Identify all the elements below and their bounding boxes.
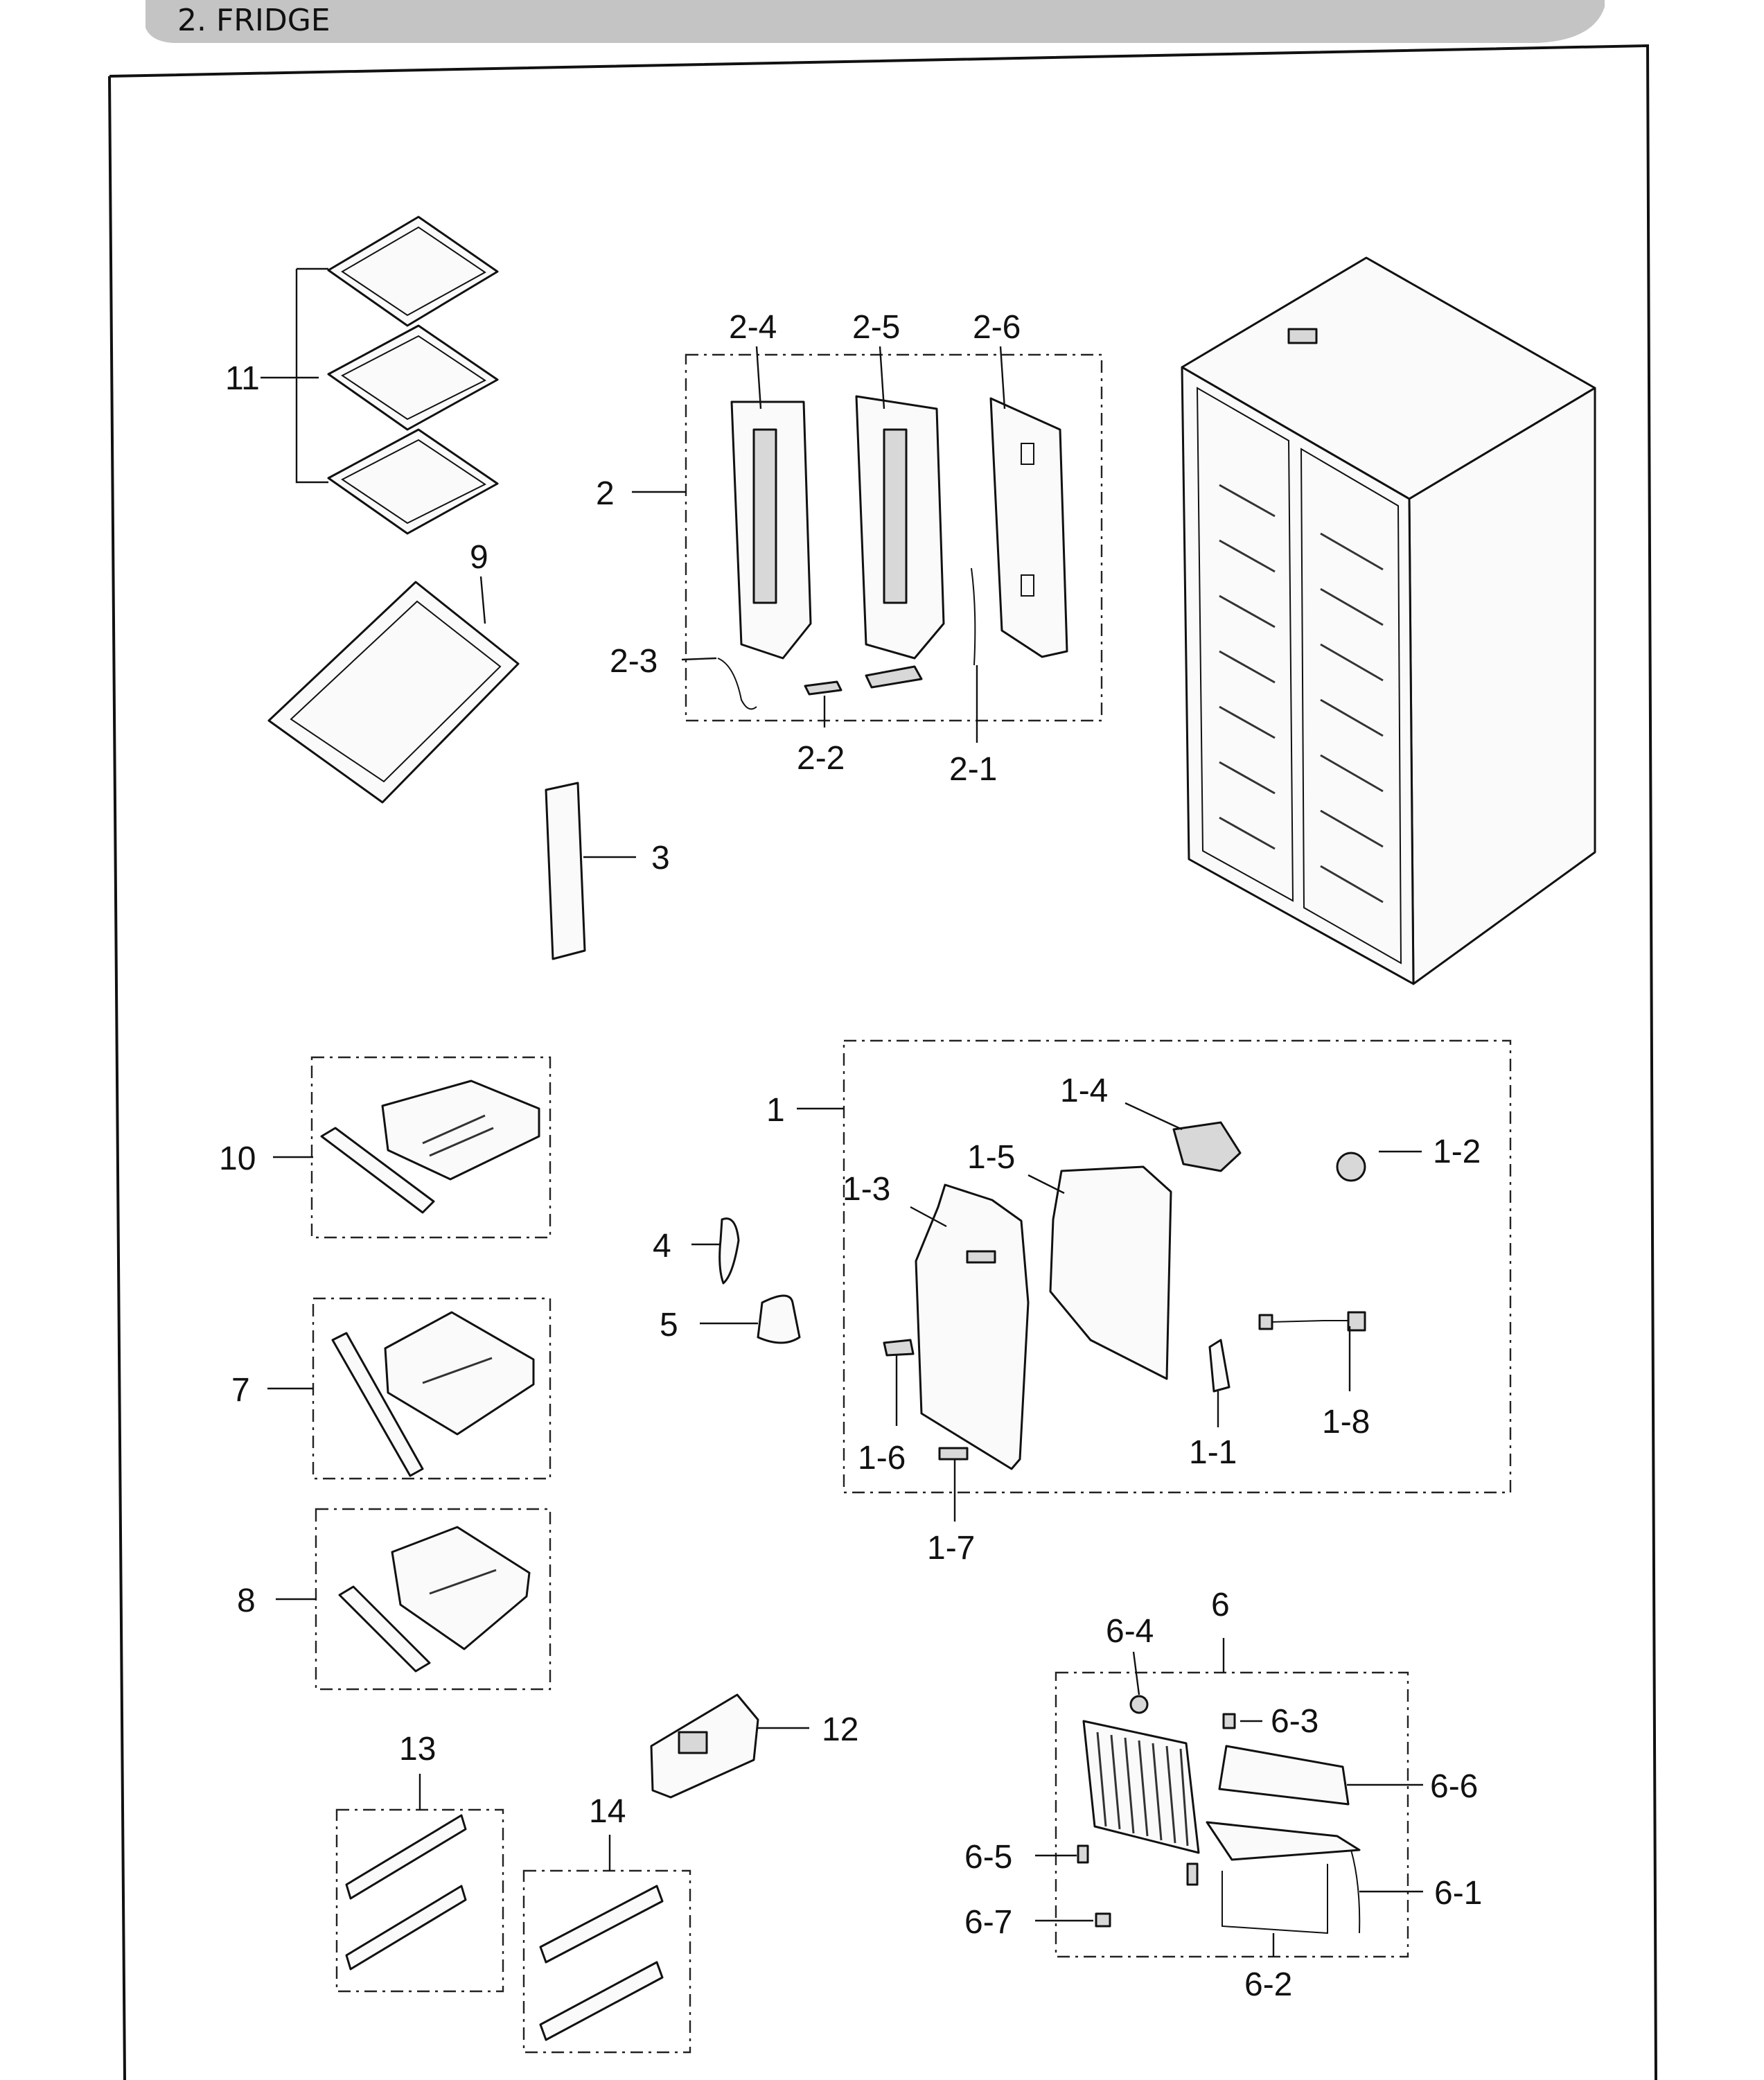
callout-6-4: 6-4 [1106,1613,1154,1650]
callout-1-4: 1-4 [1060,1073,1108,1109]
callout-1-5: 1-5 [967,1139,1015,1176]
group-box-14 [522,1869,691,2054]
callout-9: 9 [470,539,488,576]
callout-5: 5 [660,1307,678,1343]
callout-1-3: 1-3 [843,1171,890,1208]
section-title: 2. FRIDGE [177,3,330,38]
duct-cover-parts-1 [883,1121,1366,1470]
callout-2: 2 [596,475,615,512]
diagram-frame [108,44,1657,2080]
rails-14 [539,1885,664,2041]
callout-2-4: 2-4 [729,309,777,346]
callout-1: 1 [766,1092,785,1129]
callout-1-2: 1-2 [1433,1134,1481,1170]
callout-1-1: 1-1 [1189,1434,1237,1471]
part-12 [650,1693,759,1799]
section-header: 2. FRIDGE [145,0,1605,43]
callout-1-7: 1-7 [927,1530,975,1567]
group-box-1 [843,1039,1512,1494]
shelf-assembly-11 [261,215,499,535]
callout-3: 3 [651,840,670,876]
fridge-cabinet [1181,256,1596,985]
callout-6: 6 [1211,1587,1230,1623]
rails-13 [345,1814,467,1971]
callout-10: 10 [219,1140,256,1177]
callout-2-3: 2-3 [610,643,658,680]
callout-2-6: 2-6 [973,309,1021,346]
callout-1-6: 1-6 [858,1440,906,1477]
callout-6-1: 6-1 [1434,1875,1482,1912]
callout-6-6: 6-6 [1430,1768,1478,1805]
drawer-7 [331,1311,535,1477]
crisper-cover-9 [267,576,520,804]
rear-panel-parts-2 [717,395,1068,710]
callout-6-3: 6-3 [1271,1703,1318,1740]
callout-6-2: 6-2 [1244,1966,1292,2003]
callout-11: 11 [225,360,260,397]
drawer-10 [320,1079,540,1214]
callout-13: 13 [399,1731,436,1768]
group-box-10 [310,1056,552,1239]
drawer-8 [338,1526,531,1673]
callout-4: 4 [653,1228,671,1264]
callout-2-1: 2-1 [949,751,997,788]
evaporator-parts-6 [1077,1695,1361,1934]
part-5 [757,1294,801,1344]
callout-12: 12 [822,1711,858,1748]
callout-2-5: 2-5 [852,309,900,346]
callout-2-2: 2-2 [797,740,845,777]
group-box-6 [1055,1671,1409,1958]
callout-7: 7 [231,1372,250,1409]
callout-6-5: 6-5 [964,1839,1012,1876]
callout-8: 8 [237,1583,256,1619]
group-box-13 [335,1808,504,1993]
group-box-2 [685,353,1103,722]
part-3 [545,782,586,960]
callout-14: 14 [589,1793,626,1830]
callout-6-7: 6-7 [964,1904,1012,1941]
callout-1-8: 1-8 [1322,1404,1370,1440]
part-4 [718,1217,740,1285]
